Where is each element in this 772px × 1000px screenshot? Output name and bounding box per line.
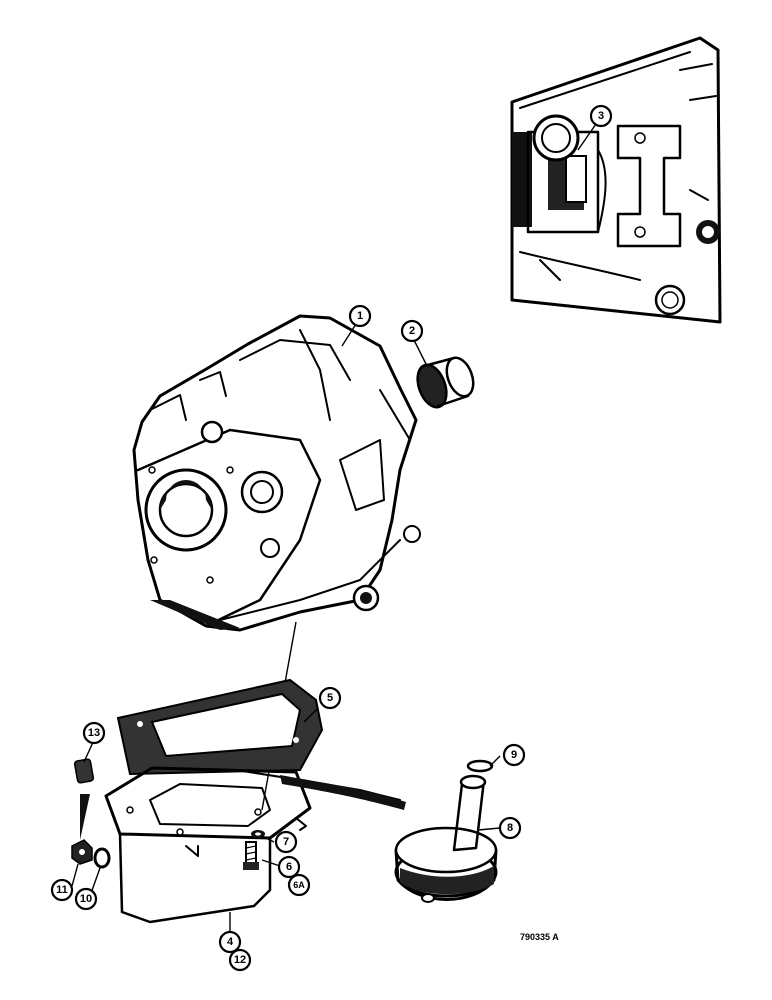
svg-text:6: 6 (286, 861, 292, 873)
svg-text:4: 4 (227, 936, 234, 948)
callout-3: 3 (589, 104, 613, 128)
callout-7: 7 (274, 830, 298, 854)
callout-2: 2 (400, 319, 424, 343)
svg-text:5: 5 (327, 692, 333, 704)
svg-text:12: 12 (234, 954, 246, 966)
reference-number: 790335 A (520, 932, 559, 942)
callout-12: 12 (228, 948, 252, 972)
callout-9: 9 (502, 743, 526, 767)
washer (251, 830, 265, 838)
callout-8: 8 (498, 816, 522, 840)
callout-1: 1 (348, 304, 372, 328)
svg-text:7: 7 (283, 836, 289, 848)
callout-11: 11 (50, 878, 74, 902)
callout-6a: 6A (287, 873, 311, 897)
pan-screw (243, 841, 259, 870)
callout-4: 4 (218, 930, 242, 954)
svg-text:9: 9 (511, 749, 517, 761)
needle-bearing (416, 356, 475, 409)
callout-6: 6 (277, 855, 301, 879)
svg-text:6A: 6A (293, 880, 305, 890)
svg-text:2: 2 (409, 325, 415, 337)
drain-plug-washer (93, 847, 111, 869)
oil-pan (104, 766, 406, 924)
fill-plug (73, 758, 95, 840)
callout-10: 10 (74, 887, 98, 911)
svg-text:8: 8 (507, 822, 513, 834)
oil-strainer (394, 774, 498, 903)
callout-5: 5 (318, 686, 342, 710)
drain-plug (71, 839, 93, 865)
svg-text:10: 10 (80, 893, 92, 905)
callout-13: 13 (82, 721, 106, 745)
svg-text:1: 1 (357, 310, 363, 322)
o-ring (466, 759, 494, 773)
svg-text:13: 13 (88, 727, 100, 739)
svg-text:11: 11 (56, 884, 68, 896)
transmission-housing (132, 314, 421, 632)
inset-housing-view (510, 36, 722, 324)
gasket (116, 678, 324, 776)
svg-text:3: 3 (598, 110, 604, 122)
